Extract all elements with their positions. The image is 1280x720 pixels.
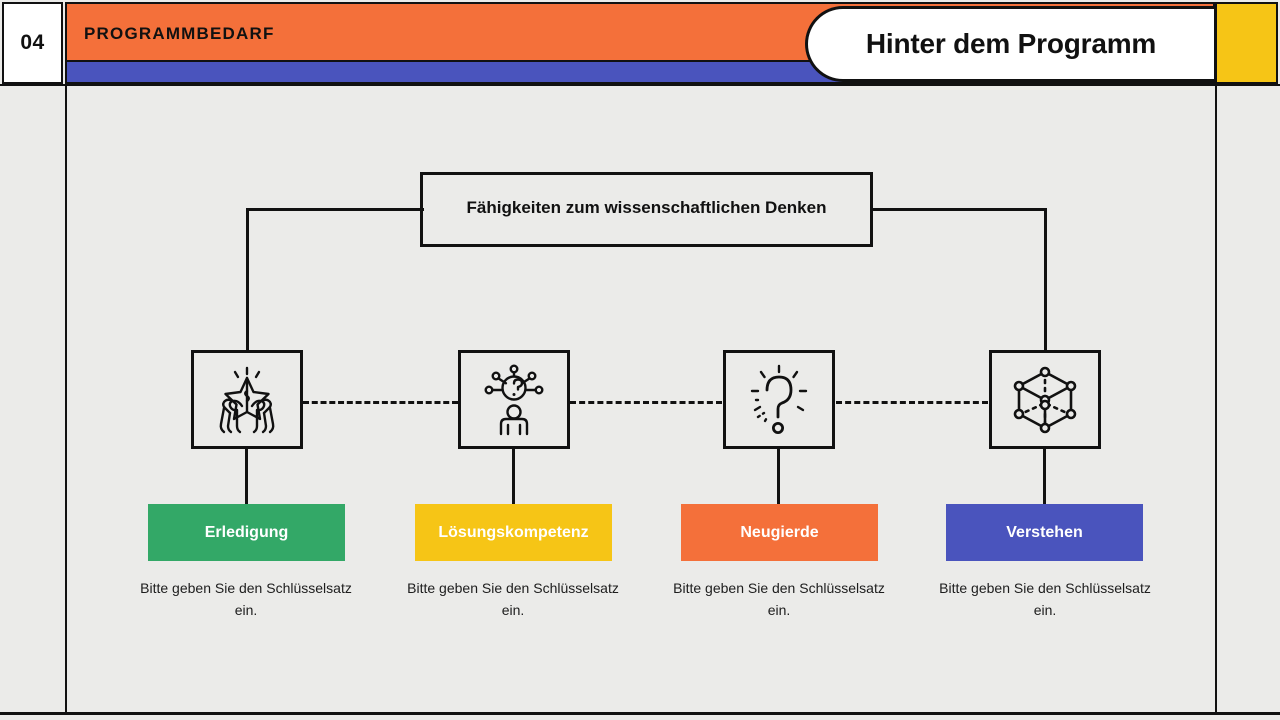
connector-dashed-2 [570,401,722,404]
connector-vertical-right [1044,208,1047,352]
connector-horizontal-left [246,208,424,211]
node-caption-1: Bitte geben Sie den Schlüsselsatz ein. [140,580,352,618]
connector-dashed-3 [836,401,988,404]
node-stem-3 [777,449,780,505]
icon-box-1 [191,350,303,449]
frame-top-rule [0,84,1280,86]
slide-number-label: 04 [20,31,45,54]
header-title-pill: Hinter dem Programm [805,6,1214,82]
node-caption-3: Bitte geben Sie den Schlüsselsatz ein. [673,580,885,618]
label-box-neugierde[interactable]: Neugierde [681,504,878,561]
label-box-erledigung[interactable]: Erledigung [148,504,345,561]
root-node-label: Fähigkeiten zum wissenschaftlichen Denke… [466,198,827,217]
icon-box-3 [723,350,835,449]
person-question-network-icon [484,364,544,435]
node-erledigung[interactable] [191,350,303,449]
icon-box-2 [458,350,570,449]
frame-right-rule [1215,86,1217,714]
node-stem-2 [512,449,515,505]
node-label-4: Verstehen [1006,523,1083,541]
node-verstehen[interactable] [989,350,1101,449]
slide-number-cell: 04 [2,2,63,84]
connector-dashed-1 [303,401,458,404]
connector-vertical-left [246,208,249,352]
node-label-2: Lösungskompetenz [438,523,589,541]
node-label-3: Neugierde [740,523,819,541]
node-neugierde[interactable] [723,350,835,449]
connector-horizontal-right [870,208,1047,211]
shining-question-mark-icon [750,364,808,434]
node-loesungskompetenz[interactable] [458,350,570,449]
node-stem-4 [1043,449,1046,505]
node-label-1: Erledigung [204,523,289,541]
label-box-verstehen[interactable]: Verstehen [946,504,1143,561]
hands-holding-star-icon [219,366,275,433]
header-yellow-cell [1215,2,1278,84]
node-stem-1 [245,449,248,505]
frame-left-rule [65,86,67,714]
label-box-loesungskompetenz[interactable]: Lösungskompetenz [415,504,612,561]
cube-lattice-icon [1013,366,1077,433]
header-eyebrow-label: PROGRAMMBEDARF [84,24,275,43]
icon-box-4 [989,350,1101,449]
page-title: Hinter dem Programm [865,28,1157,59]
root-node-box [420,172,873,247]
slide-header: 04 PROGRAMMBEDARF Hinter dem Programm [0,0,1280,86]
node-caption-2: Bitte geben Sie den Schlüsselsatz ein. [407,580,619,618]
node-caption-4: Bitte geben Sie den Schlüsselsatz ein. [939,580,1151,618]
frame-bottom-rule [0,712,1280,715]
